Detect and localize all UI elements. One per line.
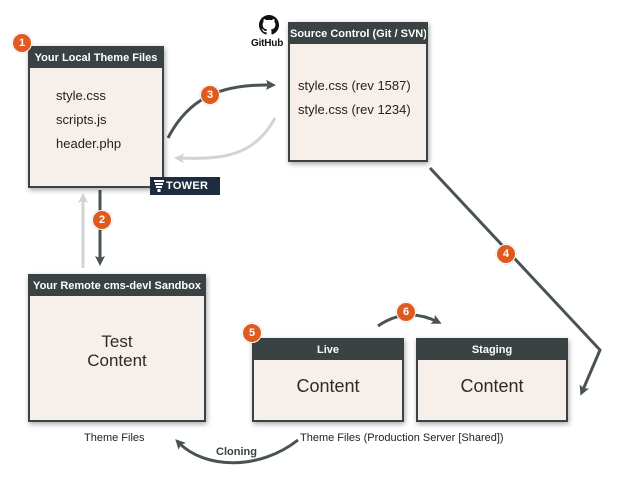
arrow-commit — [166, 79, 276, 139]
file-item: header.php — [56, 136, 122, 151]
tower-icon — [154, 180, 164, 192]
arrow-cloning — [175, 438, 299, 465]
sandbox-content-line2: Content — [87, 351, 147, 370]
staging-title: Staging — [418, 340, 566, 360]
local-theme-title: Your Local Theme Files — [30, 48, 162, 68]
tower-wordmark: TOWER — [166, 180, 209, 192]
theme-files-caption: Theme Files — [84, 432, 145, 444]
github-octocat-icon — [259, 15, 279, 35]
production-caption: Theme Files (Production Server [Shared]) — [300, 432, 504, 444]
revision-item: style.css (rev 1234) — [298, 102, 411, 117]
step-badge-2: 2 — [92, 210, 112, 230]
step-badge-6: 6 — [396, 302, 416, 322]
file-item: scripts.js — [56, 112, 107, 127]
live-content: Content — [296, 376, 360, 396]
file-item: style.css — [56, 88, 106, 103]
arrow-deploy — [428, 166, 602, 396]
github-logo: GitHub — [249, 15, 289, 55]
live-title: Live — [254, 340, 402, 360]
arrow-pull — [174, 117, 277, 164]
step-badge-4: 4 — [496, 244, 516, 264]
sandbox-box: Your Remote cms-devl Sandbox Test Conten… — [28, 274, 206, 422]
tower-logo: TOWER — [150, 177, 220, 195]
live-box: Live Content — [252, 338, 404, 422]
revision-item: style.css (rev 1587) — [298, 78, 411, 93]
staging-box: Staging Content — [416, 338, 568, 422]
local-theme-box: Your Local Theme Files style.css scripts… — [28, 46, 164, 188]
sandbox-title: Your Remote cms-devl Sandbox — [30, 276, 204, 296]
github-wordmark: GitHub — [251, 38, 284, 49]
step-badge-3: 3 — [200, 85, 220, 105]
staging-content: Content — [460, 376, 524, 396]
step-badge-5: 5 — [242, 323, 262, 343]
source-control-title: Source Control (Git / SVN) — [290, 24, 426, 44]
revision-list: style.css (rev 1587) style.css (rev 1234… — [290, 44, 426, 122]
step-badge-1: 1 — [12, 33, 32, 53]
cloning-caption: Cloning — [216, 446, 257, 458]
sandbox-content: Test Content — [30, 296, 204, 370]
source-control-box: Source Control (Git / SVN) style.css (re… — [288, 22, 428, 162]
local-file-list: style.css scripts.js header.php — [30, 68, 162, 156]
sandbox-content-line1: Test — [101, 332, 133, 351]
